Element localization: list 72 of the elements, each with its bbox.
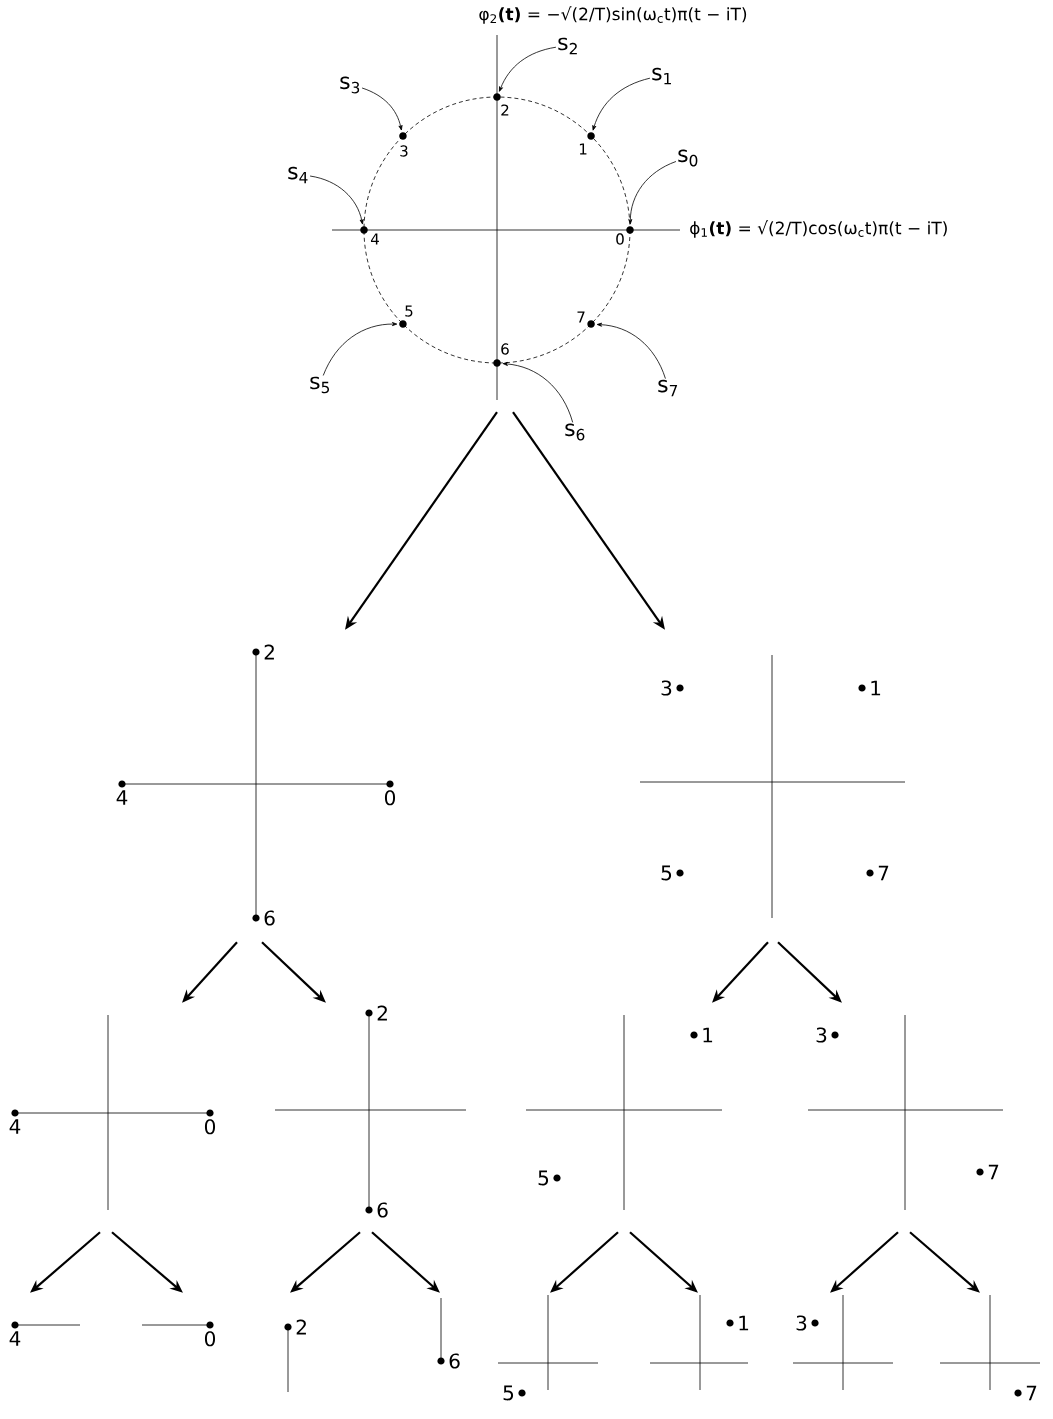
constellation-point: 4 xyxy=(360,226,379,245)
constellation-point: 7 xyxy=(577,311,595,328)
node-label: 3 xyxy=(400,145,408,157)
constellation-drawing: 2 4 0 6 xyxy=(116,644,396,926)
signal-label: s$_{0}$ xyxy=(678,149,698,167)
signal-label: s$_{6}$ xyxy=(565,423,585,441)
axis-label: φ$_{2}$(t) = −√(2/T)sin(ω$_{c}$t)π(t − iT) xyxy=(479,6,747,24)
node-label: 4 xyxy=(370,233,379,245)
constellation-drawing: 3 7 xyxy=(807,1014,1004,1211)
node-label: 5 xyxy=(503,1385,514,1401)
constellation-point: 1 xyxy=(579,132,595,155)
constellation-point: 2 xyxy=(493,93,509,116)
constellation-drawing: 0 xyxy=(141,1321,216,1347)
signal-label: s$_{4}$ xyxy=(288,166,308,184)
node-label: 5 xyxy=(405,305,413,317)
node-label: 6 xyxy=(264,910,275,926)
node-label: 7 xyxy=(1026,1385,1037,1401)
leader-arrow xyxy=(499,46,557,92)
constellation-drawing: 2 xyxy=(284,1319,306,1393)
node-label: 2 xyxy=(501,104,509,116)
signal-label: s$_{2}$ xyxy=(558,37,577,55)
node-label: 3 xyxy=(796,1315,807,1331)
node-label: 7 xyxy=(878,865,889,881)
node-label: 6 xyxy=(449,1353,460,1369)
constellation-point: 0 xyxy=(616,226,634,245)
node-label: 1 xyxy=(871,680,881,696)
node-label: 0 xyxy=(384,790,396,806)
node-label: 3 xyxy=(661,680,672,696)
leader-arrow xyxy=(309,175,364,225)
leader-arrow xyxy=(592,77,651,131)
leader-arrow xyxy=(502,361,574,423)
constellation-drawing: 1 xyxy=(649,1294,749,1391)
constellation-drawing: 3 1 5 7 xyxy=(639,654,906,919)
node-label: 0 xyxy=(204,1119,216,1135)
node-label: 4 xyxy=(116,790,128,805)
node-label: 1 xyxy=(579,143,587,155)
constellation-point: 5 xyxy=(399,305,413,328)
node-label: 2 xyxy=(296,1319,306,1335)
constellation-drawing: 2 6 xyxy=(274,1005,467,1218)
constellation-drawing: 4 xyxy=(9,1321,81,1346)
constellation-drawing: 5 xyxy=(497,1294,599,1401)
node-label: 2 xyxy=(377,1005,387,1021)
constellation-drawing: 1 5 xyxy=(525,1014,723,1211)
leader-arrow xyxy=(596,322,666,379)
node-label: 2 xyxy=(264,644,274,660)
constellation-drawing: 3 xyxy=(792,1294,894,1391)
node-label: 0 xyxy=(616,233,624,245)
node-label: 3 xyxy=(816,1027,827,1043)
axis-label: ϕ$_{1}$(t) = √(2/T)cos(ω$_{c}$t)π(t − iT) xyxy=(690,220,947,238)
node-label: 0 xyxy=(204,1331,216,1347)
leader-arrow xyxy=(628,161,677,225)
signal-label: s$_{1}$ xyxy=(652,67,671,85)
signal-label: s$_{3}$ xyxy=(340,76,360,94)
constellation-drawing: 4 0 xyxy=(9,1014,216,1211)
leader-arrow xyxy=(322,322,398,376)
node-label: 6 xyxy=(501,343,509,355)
node-label: 1 xyxy=(739,1315,749,1331)
node-label: 6 xyxy=(377,1202,388,1218)
node-label: 7 xyxy=(988,1164,999,1180)
constellation-point: 6 xyxy=(493,343,509,367)
node-label: 4 xyxy=(9,1331,21,1346)
signal-label: s$_{5}$ xyxy=(310,376,330,394)
constellation-drawing: 6 xyxy=(437,1297,460,1369)
node-label: 5 xyxy=(661,865,672,881)
node-label: 7 xyxy=(577,311,585,323)
constellation-drawing: 7 xyxy=(939,1294,1041,1401)
node-label: 1 xyxy=(703,1027,713,1043)
node-label: 5 xyxy=(538,1170,549,1186)
signal-label: s$_{7}$ xyxy=(658,379,678,397)
leader-arrow xyxy=(361,87,403,131)
constellation-point: 3 xyxy=(399,132,408,157)
node-label: 4 xyxy=(9,1119,21,1134)
